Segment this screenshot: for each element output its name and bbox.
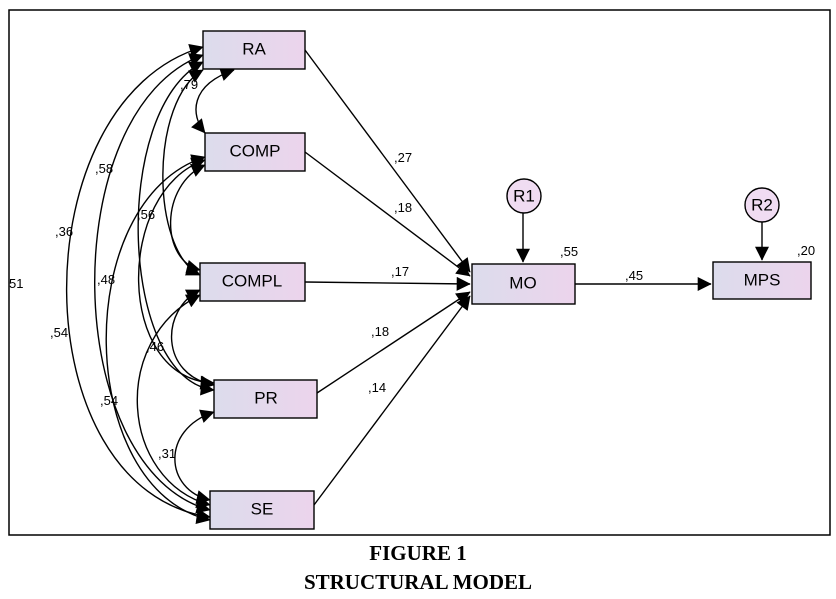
cov-compl-pr: ,46	[146, 339, 164, 354]
node-comp: COMP	[204, 132, 306, 172]
cov-pr-se: ,31	[158, 446, 176, 461]
node-compl: COMPL	[199, 262, 306, 302]
diagram-frame	[8, 9, 831, 536]
cov-curve-ra-comp	[191, 67, 235, 134]
node-label: RA	[242, 39, 266, 58]
figure-number: FIGURE 1	[369, 541, 467, 565]
figure-title: STRUCTURAL MODEL	[303, 570, 533, 594]
structural-model-diagram: RA COMP COMPL PR SE MO MPS R1 R2 ,27 ,18…	[8, 9, 831, 536]
coef-compl-mo: ,17	[391, 264, 409, 279]
cov-curve-pr-se	[174, 409, 215, 504]
cov-comp-se: ,54	[50, 325, 68, 340]
cov-ra-compl: ,58	[95, 161, 113, 176]
cov-comp-pr: ,48	[97, 272, 115, 287]
node-box	[213, 379, 318, 419]
coef-mo-mps: ,45	[625, 268, 643, 283]
node-label: R1	[513, 186, 535, 205]
cov-ra-se: 51	[9, 276, 23, 291]
node-label: COMP	[230, 141, 281, 160]
rsq-mps: ,20	[797, 243, 815, 258]
node-r2: R2	[744, 187, 780, 223]
path-comp-mo	[304, 151, 471, 277]
node-label: MPS	[744, 270, 781, 289]
node-box	[471, 263, 576, 305]
node-mo: MO	[471, 263, 576, 305]
cov-curve-compl-se	[136, 294, 211, 509]
coef-comp-mo: ,18	[394, 200, 412, 215]
path-se-mo	[313, 295, 471, 506]
cov-curve-ra-se	[65, 44, 211, 523]
node-label: R2	[751, 195, 773, 214]
node-box	[199, 262, 306, 302]
coef-se-mo: ,14	[368, 380, 386, 395]
node-label: COMPL	[222, 271, 282, 290]
cov-curve-comp-compl	[169, 164, 206, 274]
path-pr-mo	[316, 291, 471, 394]
node-pr: PR	[213, 379, 318, 419]
covariance-curves	[65, 44, 235, 524]
cov-ra-pr: ,36	[55, 224, 73, 239]
cov-curve-ra-se-inner	[94, 53, 211, 514]
cov-comp-compl: ,56	[137, 207, 155, 222]
residual-circle	[744, 187, 780, 223]
rsq-mo: ,55	[560, 244, 578, 259]
node-r1: R1	[506, 178, 542, 214]
node-box	[204, 132, 306, 172]
node-label: MO	[509, 273, 536, 292]
cov-ra-comp: ,79	[180, 77, 198, 92]
node-box	[712, 261, 812, 300]
cov-curve-comp-pr	[137, 157, 215, 390]
regression-paths	[304, 49, 769, 506]
path-ra-mo	[304, 49, 471, 273]
node-label: SE	[251, 499, 274, 518]
coef-pr-mo: ,18	[371, 324, 389, 339]
node-mps: MPS	[712, 261, 812, 300]
node-se: SE	[209, 490, 315, 530]
cov-compl-se: ,54	[100, 393, 118, 408]
residual-circle	[506, 178, 542, 214]
path-compl-mo	[304, 276, 471, 291]
coef-ra-mo: ,27	[394, 150, 412, 165]
node-label: PR	[254, 388, 278, 407]
node-box	[202, 30, 306, 70]
cov-curve-comp-se	[105, 154, 211, 524]
node-box	[209, 490, 315, 530]
node-ra: RA	[202, 30, 306, 70]
